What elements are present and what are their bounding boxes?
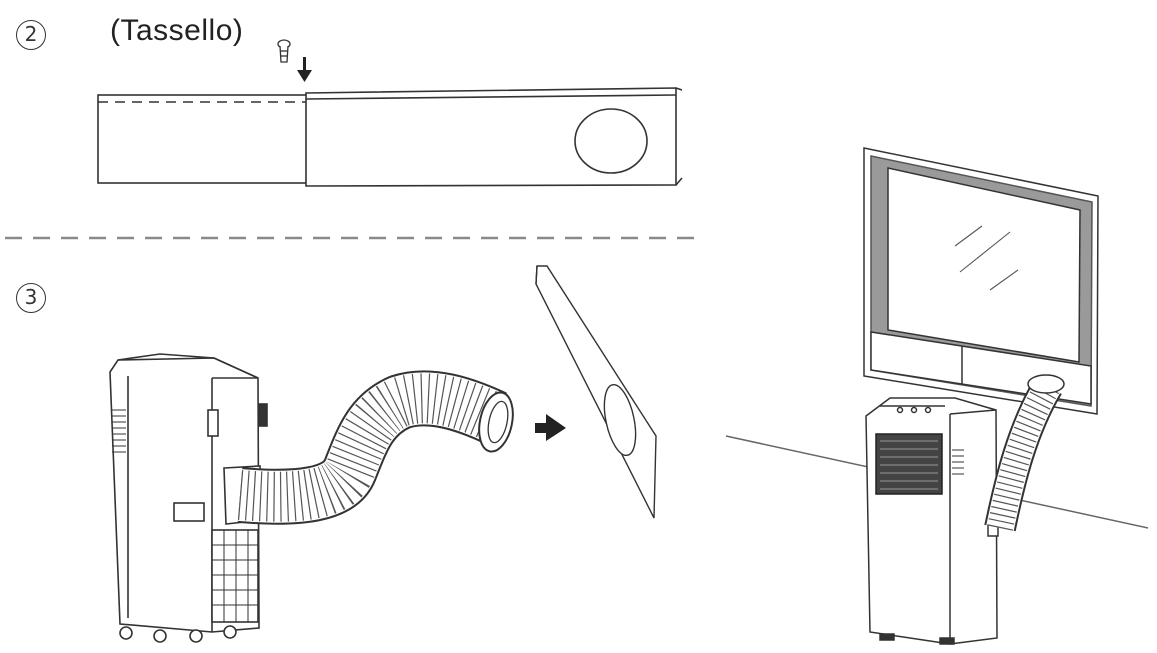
exhaust-hose [240,389,518,496]
down-arrow-icon [297,57,312,82]
window-plate [536,266,656,518]
installed-air-conditioner [866,398,998,644]
screw-icon [278,40,290,62]
right-arrow-icon [535,414,566,441]
window-slider-panel [98,88,682,186]
